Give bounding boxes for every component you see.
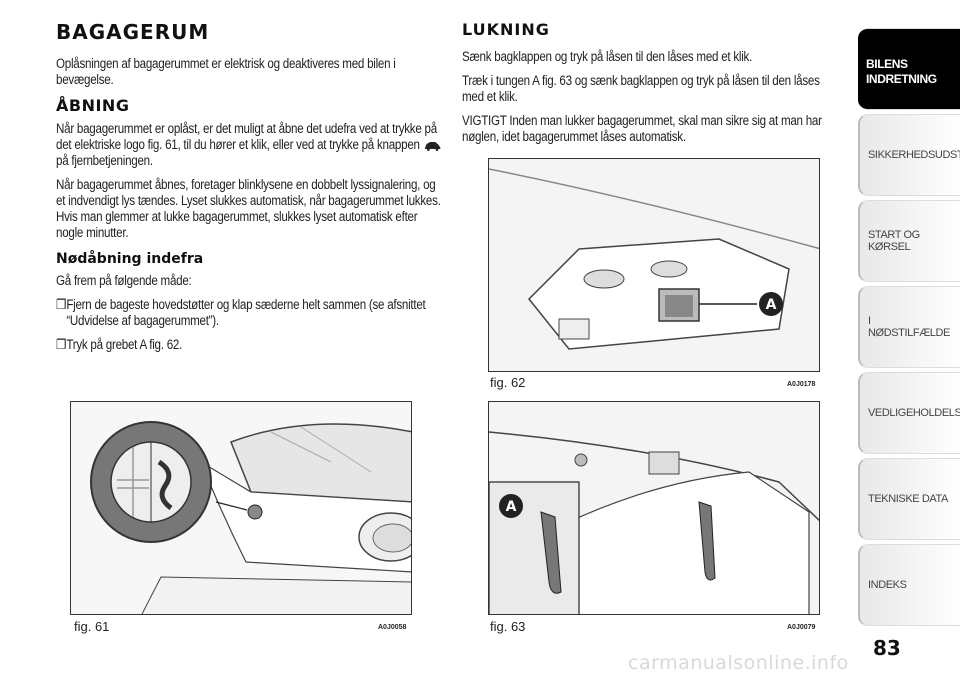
- figure-63-code: A0J0079: [787, 624, 816, 631]
- emergency-intro: Gå frem på følgende måde:: [56, 273, 192, 288]
- tab-tekniske-data[interactable]: TEKNISKE DATA: [858, 458, 960, 540]
- chapter-sidebar: BILENS INDRETNING SIKKERHEDSUDSTYR START…: [858, 28, 960, 630]
- tab-bilens-indretning[interactable]: BILENS INDRETNING: [858, 28, 960, 110]
- figure-61-code: A0J0058: [378, 624, 407, 631]
- opening-paragraph-2: Når bagagerummet åbnes, foretager blinkl…: [56, 177, 441, 240]
- right-column: LUKNING Sænk bagklappen og tryk på låsen…: [462, 20, 840, 153]
- opening-text-b: på fjernbetjeningen.: [56, 153, 153, 168]
- bullet-text: Tryk på grebet A fig. 62.: [66, 337, 183, 352]
- car-trunk-icon: [425, 141, 441, 151]
- opening-text-a: Når bagagerummet er oplåst, er det mulig…: [56, 121, 437, 152]
- bullet-item: ❒ Fjern de bageste hovedstøtter og klap …: [56, 297, 445, 329]
- figure-63: A: [488, 401, 820, 615]
- trunk-lever-illustration: A: [489, 159, 819, 371]
- opening-paragraph-1: Når bagagerummet er oplåst, er det mulig…: [56, 121, 445, 169]
- section-title: BAGAGERUM: [56, 20, 210, 44]
- figure-62: A: [488, 158, 820, 372]
- bullet-text: Fjern de bageste hovedstøtter og klap sæ…: [66, 297, 426, 328]
- tab-sikkerhedsudstyr[interactable]: SIKKERHEDSUDSTYR: [858, 114, 960, 196]
- page-number: 83: [873, 636, 901, 660]
- tab-i-nodstilfaelde[interactable]: I NØDSTILFÆLDE: [858, 286, 960, 368]
- figure-61: [70, 401, 412, 615]
- closing-paragraph-2: Træk i tungen A fig. 63 og sænk bagklapp…: [462, 73, 820, 104]
- opening-heading: ÅBNING: [56, 96, 130, 115]
- figure-62-code: A0J0178: [787, 381, 816, 388]
- closing-heading: LUKNING: [462, 20, 550, 39]
- tab-start-og-korsel[interactable]: START OG KØRSEL: [858, 200, 960, 282]
- intro-paragraph: Oplåsningen af bagagerummet er elektrisk…: [56, 56, 396, 87]
- bullet-item: ❒ Tryk på grebet A fig. 62.: [56, 337, 445, 353]
- figure-61-caption: fig. 61: [74, 619, 110, 634]
- left-column: BAGAGERUM Oplåsningen af bagagerummet er…: [56, 20, 446, 361]
- closing-paragraph-3: VIGTIGT Inden man lukker bagagerummet, s…: [462, 113, 822, 144]
- tab-indeks[interactable]: INDEKS: [858, 544, 960, 626]
- trunk-logo-illustration: [71, 402, 411, 614]
- watermark: carmanualsonline.info: [628, 652, 849, 674]
- bullet-mark: ❒: [56, 297, 67, 312]
- figure-63-label: A: [506, 499, 517, 515]
- figure-62-label: A: [766, 297, 777, 313]
- trunk-pull-tab-illustration: A: [489, 402, 819, 614]
- emergency-heading: Nødåbning indefra: [56, 251, 204, 267]
- figure-63-caption: fig. 63: [490, 619, 526, 634]
- closing-paragraph-1: Sænk bagklappen og tryk på låsen til den…: [462, 49, 753, 64]
- bullet-mark: ❒: [56, 337, 67, 352]
- figure-62-caption: fig. 62: [490, 375, 526, 390]
- tab-vedligeholdelse[interactable]: VEDLIGEHOLDELSE: [858, 372, 960, 454]
